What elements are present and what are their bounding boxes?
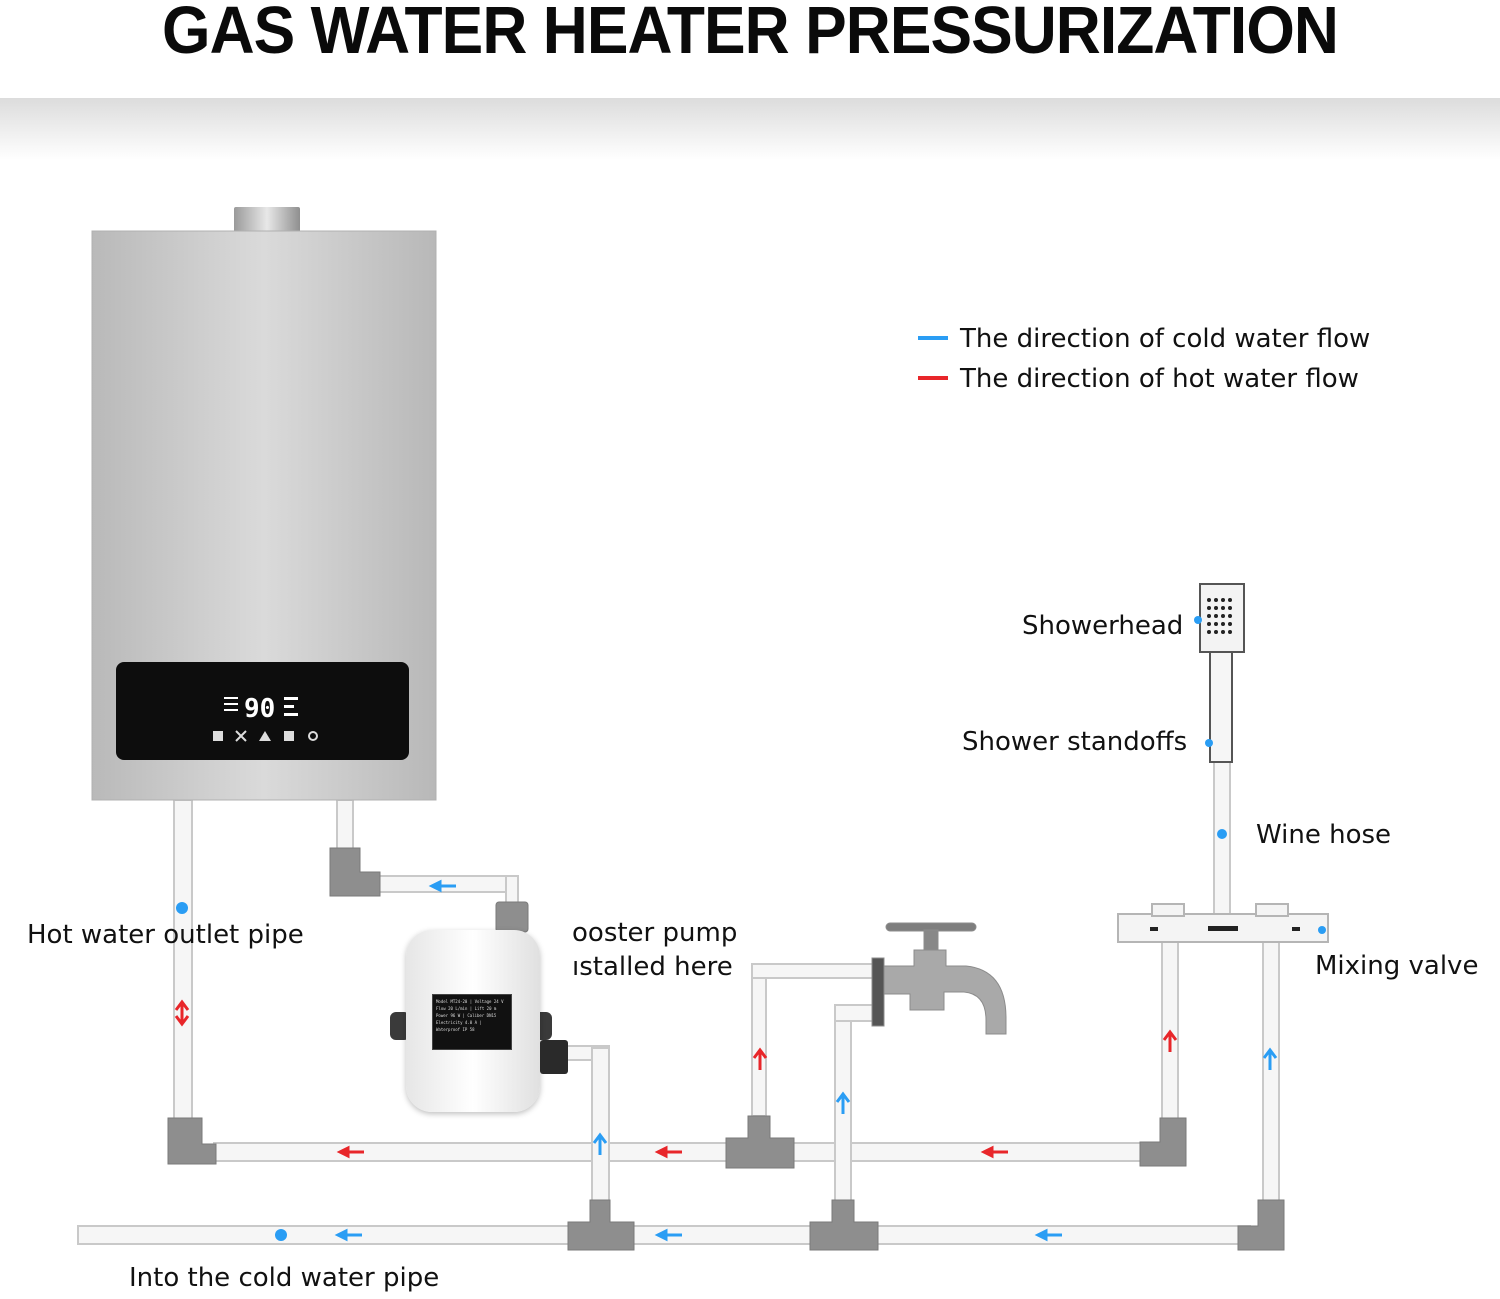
nameplate-row: Power 96 W | Caliber DN15	[436, 1013, 497, 1018]
legend-hot-label: The direction of hot water flow	[960, 364, 1359, 394]
cold-dot	[1318, 926, 1326, 934]
mixing-valve	[1117, 903, 1329, 943]
cold-dot	[1205, 739, 1213, 747]
showerhead	[1199, 583, 1245, 653]
header-bar	[0, 0, 1500, 98]
elbow-heater-inlet	[329, 847, 381, 897]
hot-arrow	[980, 1145, 1008, 1159]
heater-buttons	[213, 730, 318, 742]
hot-arrow	[1162, 1029, 1178, 1052]
cold-flow-arrow-icon	[918, 335, 948, 340]
cold-dot	[1217, 829, 1227, 839]
hot-outlet-pipe	[173, 799, 193, 1121]
cold-arrow	[428, 879, 456, 893]
heater-inlet-pipe	[336, 799, 354, 851]
cold-arrow	[835, 1091, 851, 1114]
cold-arrow	[1034, 1228, 1062, 1242]
cold-dot	[1194, 616, 1202, 624]
shower-handset	[1199, 583, 1245, 763]
flow-arrows	[174, 616, 1326, 1242]
heater-display: 90	[224, 694, 298, 724]
pump-outlet-connector	[540, 1040, 568, 1074]
nameplate-row: Flow 20 L/min | Lift 20 m	[436, 1006, 497, 1011]
shower-hose	[1213, 759, 1231, 921]
tee-cold-faucet	[809, 1199, 879, 1251]
pipes	[77, 759, 1280, 1245]
nameplate-row: Model MT24-20 | Voltage 24 V	[436, 999, 504, 1004]
hot-arrow	[752, 1047, 768, 1070]
cold-dot	[176, 902, 188, 914]
legend-hot: The direction of hot water flow	[918, 364, 1359, 394]
hot-arrow	[336, 1145, 364, 1159]
legend-cold: The direction of cold water flow	[918, 324, 1370, 354]
label-shower-standoffs: Shower standoffs	[962, 727, 1188, 757]
cold-arrow	[1262, 1047, 1278, 1070]
pump-feed-pipe	[377, 875, 517, 893]
hot-flow-arrow-icon	[918, 375, 948, 380]
pump-mount-left	[390, 1012, 410, 1040]
nameplate-row: Electricity 4.0 A | Waterproof IP 58	[436, 1020, 482, 1032]
label-booster-pump-line2: ıstalled here	[572, 952, 733, 982]
cold-arrow	[334, 1228, 362, 1242]
page-title: GAS WATER HEATER PRESSURIZATION	[162, 0, 1339, 68]
label-wine-hose: Wine hose	[1256, 820, 1392, 850]
heater-panel	[116, 662, 409, 760]
mixing-hot-leg	[1161, 937, 1179, 1121]
header-shadow	[0, 98, 1500, 160]
elbow-mixing-cold	[1237, 1199, 1285, 1251]
label-booster-pump-line1: ooster pump	[572, 918, 738, 948]
tee-hot-faucet	[725, 1115, 795, 1169]
elbow-mixing-hot	[1139, 1117, 1187, 1167]
faucet-hot-pipe	[751, 965, 767, 1117]
cold-arrow	[592, 1132, 608, 1155]
gas-water-heater: 90	[91, 207, 437, 801]
pump-nameplate: Model MT24-20 | Voltage 24 V Flow 20 L/m…	[432, 994, 512, 1050]
label-mixing-valve: Mixing valve	[1315, 951, 1479, 981]
legend-cold-label: The direction of cold water flow	[960, 324, 1371, 354]
label-hot-water-outlet-pipe: Hot water outlet pipe	[27, 920, 304, 950]
cold-dot	[275, 1229, 287, 1241]
label-cold-water-pipe: Into the cold water pipe	[129, 1263, 440, 1293]
heater-temperature-readout: 90	[244, 694, 275, 724]
mixing-cold-leg	[1262, 937, 1280, 1204]
hot-arrow	[654, 1145, 682, 1159]
hot-arrow	[174, 999, 190, 1027]
shower-handle	[1209, 651, 1233, 763]
booster-pump: Model MT24-20 | Voltage 24 V Flow 20 L/m…	[380, 900, 580, 1120]
elbow-heater-outlet	[167, 1117, 217, 1165]
tee-cold-pump	[567, 1199, 635, 1251]
heater-flue	[234, 207, 300, 233]
cold-arrow	[654, 1228, 682, 1242]
fittings	[167, 847, 1285, 1251]
faucet	[871, 922, 1007, 1035]
label-showerhead: Showerhead	[1022, 611, 1184, 641]
